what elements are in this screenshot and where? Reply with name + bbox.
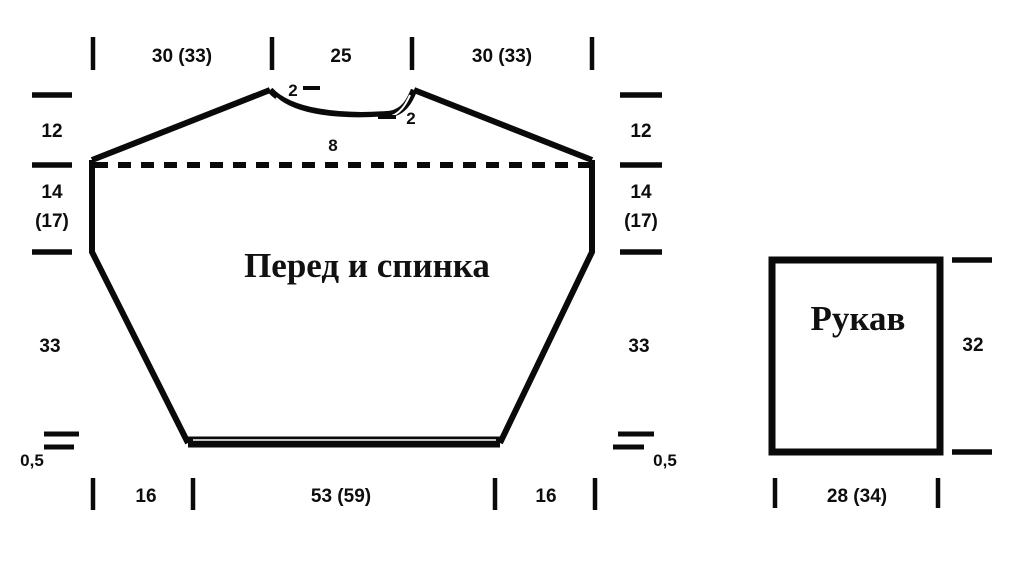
label-sleeve-height: 32	[962, 335, 983, 356]
label-armhole-depth-alt-left: (17)	[35, 211, 69, 232]
body-side-right	[497, 160, 595, 445]
top-dimension-ticks	[90, 37, 595, 70]
left-dimension-ticks	[32, 92, 79, 450]
right-dimension-ticks	[613, 92, 662, 450]
label-neck-slope-right: 2	[406, 109, 415, 128]
label-sleeve-width: 28 (34)	[827, 486, 887, 507]
sleeve-outline	[768, 256, 944, 456]
label-yoke-depth-right: 12	[630, 121, 651, 142]
label-neck-width: 25	[330, 46, 352, 67]
sleeve-width-ticks	[772, 478, 941, 508]
label-hem-height-left: 0,5	[20, 451, 44, 470]
label-hem-height-right: 0,5	[653, 451, 677, 470]
bottom-dimension-ticks	[90, 478, 598, 510]
body-shoulder-slope-left	[90, 87, 272, 163]
body-shoulder-slope-right	[412, 87, 594, 163]
label-yoke-depth-left: 12	[41, 121, 62, 142]
label-armhole-depth-alt-right: (17)	[624, 211, 658, 232]
label-hem-width: 53 (59)	[311, 486, 371, 507]
sleeve-height-ticks	[952, 257, 992, 455]
label-armhole-depth-left: 14	[41, 182, 63, 203]
label-side-taper-left: 16	[135, 486, 156, 507]
label-body-length-left: 33	[39, 336, 60, 357]
label-shoulder-right: 30 (33)	[472, 46, 532, 67]
label-neck-slope-left: 2	[288, 81, 297, 100]
body-piece-label: Перед и спинка	[244, 246, 490, 285]
label-shoulder-left: 30 (33)	[152, 46, 212, 67]
label-neck-depth: 8	[328, 136, 337, 155]
label-body-length-right: 33	[628, 336, 649, 357]
neckline-outer-curve	[267, 87, 418, 119]
sleeve-piece-label: Рукав	[811, 299, 906, 338]
label-side-taper-right: 16	[535, 486, 556, 507]
body-side-left	[89, 160, 191, 445]
label-armhole-depth-right: 14	[630, 182, 652, 203]
